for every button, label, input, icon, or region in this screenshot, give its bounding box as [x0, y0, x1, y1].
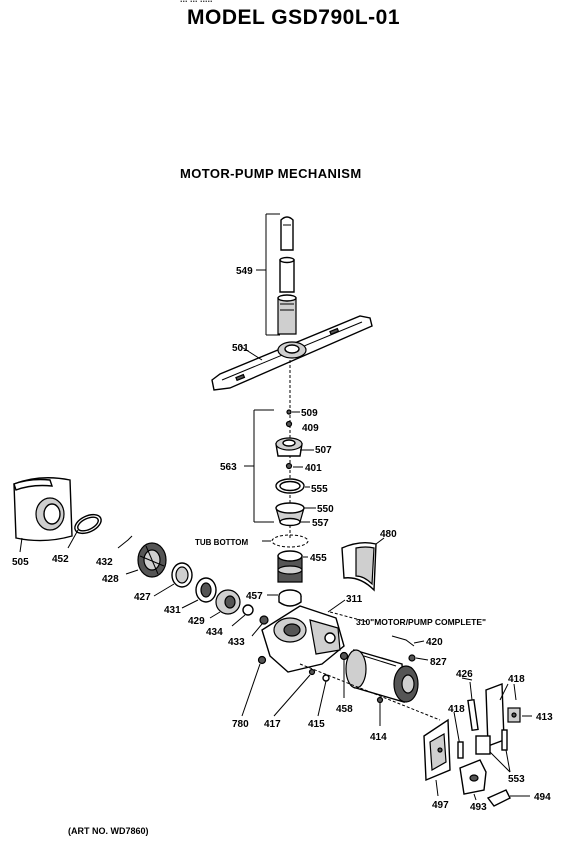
callout-563: 563 [220, 462, 237, 473]
part-432 [117, 535, 133, 549]
callout-480: 480 [380, 529, 397, 540]
part-413 [507, 707, 532, 723]
callout-418-left: 418 [448, 704, 465, 715]
part-428-impeller [125, 542, 167, 578]
part-457 [267, 589, 302, 607]
part-493 [459, 759, 487, 801]
callout-417: 417 [264, 719, 281, 730]
callout-505: 505 [12, 557, 29, 568]
callout-415: 415 [308, 719, 325, 730]
part-434 [231, 604, 254, 627]
part-827 [408, 654, 416, 662]
callout-426: 426 [456, 669, 473, 680]
callout-427: 427 [134, 592, 151, 603]
callout-457: 457 [246, 591, 263, 602]
callout-827: 827 [430, 657, 447, 668]
part-780 [257, 655, 267, 665]
callout-414: 414 [370, 732, 387, 743]
part-550-557 [275, 502, 316, 527]
callout-550: 550 [317, 504, 334, 515]
part-401 [285, 462, 293, 470]
part-553 [475, 729, 511, 773]
part-505-housing [13, 477, 73, 553]
part-414 [376, 696, 384, 704]
callout-549: 549 [236, 266, 253, 277]
spray-arm-501 [211, 315, 373, 391]
callout-455: 455 [310, 553, 327, 564]
callout-432: 432 [96, 557, 113, 568]
callout-501: 501 [232, 343, 249, 354]
callout-452: 452 [52, 554, 69, 565]
part-429 [209, 589, 241, 619]
part-509 [286, 409, 292, 415]
callout-553: 553 [508, 774, 525, 785]
part-455 [277, 550, 308, 583]
callout-431: 431 [164, 605, 181, 616]
part-427 [153, 562, 193, 597]
callout-433: 433 [228, 637, 245, 648]
callout-413: 413 [536, 712, 553, 723]
callout-310: 310"MOTOR/PUMP COMPLETE" [356, 617, 486, 627]
callout-401: 401 [305, 463, 322, 474]
callout-428: 428 [102, 574, 119, 585]
callout-557: 557 [312, 518, 329, 529]
part-415 [322, 674, 330, 682]
callout-429: 429 [188, 616, 205, 627]
part-507 [275, 437, 314, 457]
callout-434: 434 [206, 627, 223, 638]
part-494 [486, 789, 530, 807]
spray-tower-549 [256, 213, 297, 336]
callout-311: 311 [346, 594, 363, 605]
callout-tub-bottom: TUB BOTTOM [195, 538, 249, 547]
part-409 [285, 420, 293, 428]
callout-494: 494 [534, 792, 551, 803]
part-431 [181, 577, 217, 609]
art-number: (ART NO. WD7860) [68, 826, 149, 836]
part-418-left [453, 711, 464, 759]
callout-507: 507 [315, 445, 332, 456]
part-417 [308, 668, 316, 676]
part-motor [345, 649, 419, 703]
callout-497: 497 [432, 800, 449, 811]
callout-420: 420 [426, 637, 443, 648]
part-480 [341, 537, 385, 592]
part-426 [461, 677, 479, 732]
tub-bottom-outline [271, 534, 309, 548]
section-title: MOTOR-PUMP MECHANISM [180, 166, 362, 181]
callout-458: 458 [336, 704, 353, 715]
top-text-fragment: ... ... ..... [180, 0, 213, 4]
callout-780: 780 [232, 719, 249, 730]
part-452-clamp [67, 513, 102, 549]
part-311-pump-body [261, 599, 346, 673]
callout-493: 493 [470, 802, 487, 813]
part-420 [391, 635, 415, 647]
part-433 [251, 615, 269, 637]
callout-509: 509 [301, 408, 318, 419]
model-title: MODEL GSD790L-01 [187, 6, 401, 29]
callout-418-right: 418 [508, 674, 525, 685]
callout-409: 409 [302, 423, 319, 434]
callout-555: 555 [311, 484, 328, 495]
part-458 [339, 651, 349, 661]
part-497-bracket [423, 718, 451, 797]
